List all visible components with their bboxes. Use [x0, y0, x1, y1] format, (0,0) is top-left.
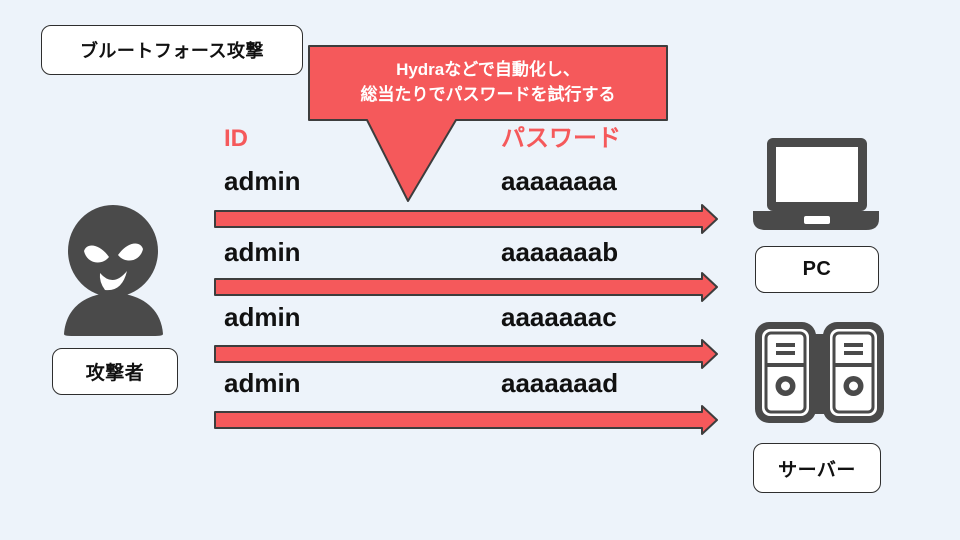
password-value-row-1: aaaaaaaa — [501, 166, 617, 196]
attacker-label-box: 攻撃者 — [52, 348, 178, 395]
callout-line-2: 総当たりでパスワードを試行する — [360, 85, 616, 104]
laptop-icon — [753, 138, 879, 230]
id-value-row-1: admin — [224, 166, 301, 196]
password-value-row-2: aaaaaaab — [501, 237, 619, 267]
pc-label-box: PC — [755, 246, 879, 293]
attack-arrows — [214, 204, 718, 435]
server-label: サーバー — [778, 459, 856, 481]
attack-arrow — [214, 204, 718, 234]
id-value-row-4: admin — [224, 368, 301, 398]
password-column-header: パスワード — [501, 125, 621, 152]
id-value-row-2: admin — [224, 237, 301, 267]
attack-arrow — [214, 339, 718, 369]
password-value-row-3: aaaaaaac — [501, 302, 617, 332]
pc-label: PC — [802, 258, 832, 280]
diagram-title-box: ブルートフォース攻撃 — [41, 25, 303, 75]
callout-bubble — [308, 45, 668, 202]
callout-line-1: Hydraなどで自動化し、 — [396, 60, 580, 80]
id-value-row-3: admin — [224, 302, 301, 332]
attack-arrow — [214, 272, 718, 302]
server-towers-icon — [755, 322, 884, 423]
diagram-title: ブルートフォース攻撃 — [79, 41, 265, 61]
attack-arrow — [214, 405, 718, 435]
attacker-label: 攻撃者 — [85, 363, 145, 384]
password-value-row-4: aaaaaaad — [501, 368, 619, 398]
masked-attacker-icon — [64, 205, 163, 336]
callout-text: Hydraなどで自動化し、 総当たりでパスワードを試行する — [309, 46, 667, 120]
id-column-header: ID — [224, 125, 248, 152]
server-label-box: サーバー — [753, 443, 881, 493]
